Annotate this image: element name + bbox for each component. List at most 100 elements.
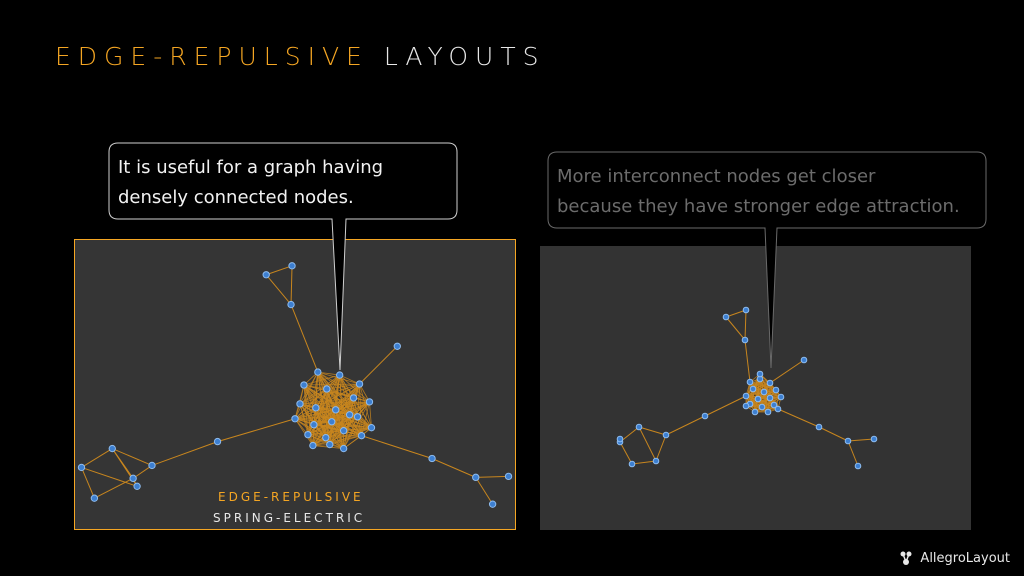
graph-node [323, 385, 331, 393]
graph-node [77, 463, 86, 472]
left-graph-panel [74, 239, 516, 530]
graph-edge [290, 304, 319, 373]
graph-node [749, 385, 757, 393]
graph-edge [744, 309, 747, 341]
graph-node [504, 472, 513, 481]
graph-node [345, 411, 354, 419]
brand: AllegroLayout [898, 550, 1010, 566]
graph-edge [132, 465, 153, 479]
graph-node [758, 403, 766, 411]
graph-node [854, 462, 862, 470]
graph-edge [353, 397, 372, 428]
graph-node [766, 379, 774, 387]
graph-node [662, 431, 670, 439]
brand-name: AllegroLayout [920, 550, 1010, 566]
graph-node [148, 461, 156, 470]
graph-edge [329, 435, 362, 445]
graph-edge [847, 440, 859, 467]
graph-node [870, 435, 878, 443]
graph-node [428, 454, 436, 463]
graph-node [777, 393, 785, 401]
graph-node [800, 356, 808, 364]
graph-edge [369, 401, 372, 428]
graph-edge [475, 475, 509, 478]
graph-edge [317, 371, 340, 376]
page-title-highlight: EDGE-REPULSIVE [55, 42, 369, 71]
graph-edge [331, 421, 372, 429]
graph-edge [151, 441, 218, 466]
graph-edge [307, 407, 317, 435]
graph-node [701, 412, 709, 420]
graph-edge [299, 403, 314, 446]
graph-edge [725, 316, 746, 341]
graph-edge [112, 448, 153, 466]
graph-edge [303, 374, 340, 386]
graph-node [357, 431, 366, 440]
graph-edge [81, 448, 113, 468]
graph-edge [265, 274, 292, 305]
graph-edge [307, 416, 358, 436]
graph-node [309, 441, 317, 450]
graph-edge [303, 384, 372, 429]
graph-edge [744, 339, 751, 383]
graph-edge [315, 401, 370, 409]
graph-edge [638, 426, 657, 462]
graph-node [108, 444, 116, 453]
page-title: EDGE-REPULSIVE LAYOUTS [55, 42, 546, 71]
callout-left-text: It is useful for a graph having densely … [118, 153, 383, 213]
graph-node [488, 500, 497, 508]
graph-edge [331, 416, 358, 423]
graph-node [722, 313, 730, 321]
graph-edge [94, 477, 134, 499]
callout-right-line2: because they have stronger edge attracti… [557, 196, 960, 217]
graph-node [367, 424, 376, 432]
graph-node [754, 395, 762, 403]
callout-right-text: More interconnect nodes get closer becau… [557, 162, 960, 222]
graph-node [300, 381, 308, 389]
panel-label-spring-electric: SPRING-ELECTRIC [213, 511, 366, 525]
graph-node [349, 394, 358, 402]
graph-node [815, 423, 823, 431]
graph-node [332, 406, 340, 414]
graph-edge [294, 407, 317, 420]
graph-edge [313, 409, 336, 426]
page-title-rest: LAYOUTS [383, 42, 546, 71]
graph-edge [361, 435, 433, 459]
graph-edge [475, 477, 494, 505]
graph-edge [307, 430, 344, 436]
graph-node [746, 378, 754, 386]
graph-node [635, 423, 643, 431]
graph-node [90, 494, 99, 502]
graph-edge [312, 421, 333, 446]
graph-edge [847, 438, 875, 442]
graph-node [314, 368, 322, 376]
graph-node [353, 413, 362, 421]
graph-edge [299, 401, 370, 405]
graph-node [760, 388, 768, 396]
right-graph [616, 306, 878, 470]
graph-edge [81, 466, 138, 487]
graph-edge [299, 388, 327, 405]
graph-node [742, 402, 750, 410]
graph-node [742, 392, 750, 400]
graph-node [322, 433, 330, 442]
graph-edge [818, 426, 849, 442]
graph-node [756, 370, 764, 378]
graph-node [628, 460, 636, 468]
graph-node [741, 336, 749, 344]
graph-node [742, 306, 750, 314]
graph-edge [745, 395, 782, 398]
graph-node [287, 300, 295, 309]
graph-edge [769, 359, 805, 384]
graph-node [326, 440, 334, 449]
graph-node [355, 380, 364, 388]
graph-edge [329, 421, 333, 445]
left-graph [77, 262, 513, 508]
graph-edge [326, 388, 372, 429]
graph-edge [704, 395, 747, 417]
graph-node [328, 418, 336, 426]
graph-edge [299, 397, 354, 405]
graph-edge [294, 409, 336, 420]
graph-node [772, 386, 780, 394]
graph-node [774, 405, 782, 413]
